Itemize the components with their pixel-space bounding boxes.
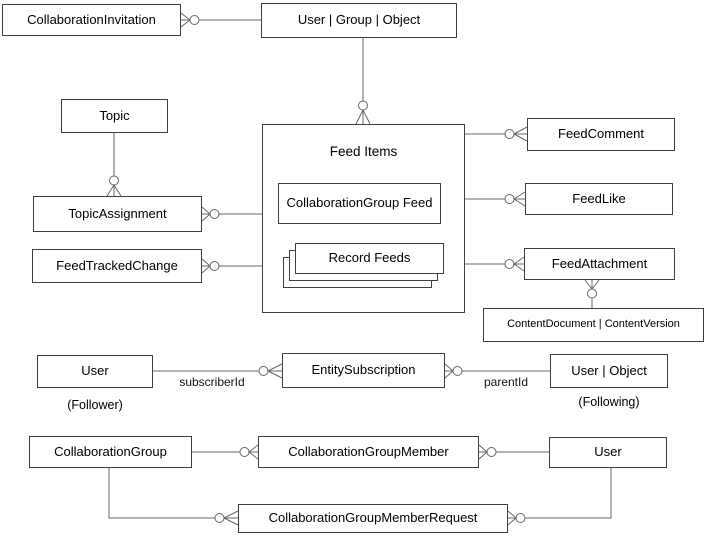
- entity-label: CollaborationGroupMember: [288, 443, 449, 459]
- zero-circle-icon: [109, 175, 119, 186]
- crows-foot-icon: [584, 279, 600, 290]
- entity-label: CollaborationGroup: [54, 443, 167, 459]
- zero-circle-icon: [258, 366, 269, 376]
- entity-label: Record Feeds: [328, 250, 411, 266]
- crows-foot-icon: [201, 258, 211, 274]
- crows-foot-icon: [355, 109, 371, 125]
- entity-collaboration-invitation: CollaborationInvitation: [2, 4, 181, 36]
- entity-label: ContentDocument | ContentVersion: [507, 318, 680, 331]
- connector-topic-topicassignment: [106, 133, 122, 197]
- zero-circle-icon: [209, 209, 220, 219]
- zero-circle-icon: [486, 447, 497, 457]
- connector-memberrequest-user: [507, 468, 612, 526]
- zero-circle-icon: [504, 259, 515, 269]
- parent-id-edge-label: parentId: [483, 375, 529, 389]
- connector-group-groupmember: [192, 444, 259, 460]
- zero-circle-icon: [504, 194, 515, 204]
- feed-items-title: Feed Items: [329, 144, 398, 159]
- entity-user-object: User | Object: [550, 354, 668, 388]
- entity-collaboration-group-feed: CollaborationGroup Feed: [278, 183, 441, 224]
- connector-feeditems-feedlike: [465, 191, 526, 207]
- crows-foot-icon: [223, 510, 239, 526]
- crows-foot-icon: [106, 184, 122, 197]
- crows-foot-icon: [444, 363, 454, 379]
- entity-label: FeedLike: [572, 190, 626, 206]
- entity-user-group-object: User | Group | Object: [261, 3, 457, 38]
- entity-collaboration-group-member-request: CollaborationGroupMemberRequest: [238, 504, 508, 533]
- entity-content-document-version: ContentDocument | ContentVersion: [483, 308, 704, 342]
- crows-foot-icon: [180, 12, 191, 28]
- entity-feed-comment: FeedComment: [527, 118, 675, 151]
- connector-invitation-usergroupobject: [180, 12, 261, 28]
- entity-label: CollaborationGroupMemberRequest: [268, 510, 478, 526]
- entity-user-member: User: [549, 437, 667, 468]
- entity-label: TopicAssignment: [68, 205, 167, 221]
- entity-label: User | Group | Object: [297, 12, 421, 28]
- entity-label: User: [594, 444, 622, 460]
- follower-caption: (Follower): [67, 398, 123, 412]
- entity-label: FeedAttachment: [551, 255, 648, 271]
- subscriber-id-edge-label: subscriberId: [179, 375, 245, 389]
- entity-entity-subscription: EntitySubscription: [282, 353, 445, 388]
- zero-circle-icon: [239, 447, 250, 457]
- connector-feedattachment-contentdocument: [584, 279, 600, 308]
- zero-circle-icon: [515, 513, 526, 523]
- crows-foot-icon: [478, 444, 488, 460]
- zero-circle-icon: [452, 366, 463, 376]
- crows-foot-icon: [513, 256, 525, 272]
- zero-circle-icon: [214, 513, 225, 523]
- zero-circle-icon: [189, 15, 200, 25]
- crows-foot-icon: [267, 363, 283, 379]
- zero-circle-icon: [358, 100, 368, 111]
- entity-label: FeedTrackedChange: [56, 257, 178, 273]
- entity-feed-attachment: FeedAttachment: [524, 248, 675, 280]
- crows-foot-icon: [513, 126, 528, 142]
- connector-entitysubscription-userobject: [444, 363, 550, 379]
- zero-circle-icon: [504, 129, 515, 139]
- entity-collaboration-group: CollaborationGroup: [29, 436, 192, 468]
- entity-label: EntitySubscription: [311, 362, 416, 378]
- crows-foot-icon: [201, 206, 211, 222]
- entity-record-feeds: Record Feeds: [295, 243, 444, 274]
- connector-usergroupobject-feeditems: [355, 38, 371, 125]
- connector-topicassignment-feeditems: [201, 206, 262, 222]
- entity-feed-like: FeedLike: [525, 183, 673, 215]
- entity-collaboration-group-member: CollaborationGroupMember: [258, 436, 479, 468]
- connector-feedtrackedchange-feeditems: [201, 258, 262, 274]
- entity-label: CollaborationGroup Feed: [286, 195, 433, 211]
- entity-feed-items-container: Feed Items CollaborationGroup Feed Recor…: [262, 124, 465, 313]
- following-caption: (Following): [578, 395, 640, 409]
- entity-label: User | Object: [571, 362, 647, 378]
- connector-group-memberrequest: [108, 468, 239, 526]
- crows-foot-icon: [248, 444, 259, 460]
- entity-topic-assignment: TopicAssignment: [33, 196, 202, 232]
- zero-circle-icon: [587, 288, 597, 299]
- connector-feeditems-feedattachment: [465, 256, 525, 272]
- connector-user-entitysubscription: [153, 363, 283, 379]
- entity-label: Topic: [99, 107, 130, 123]
- zero-circle-icon: [209, 261, 220, 271]
- entity-user-follower: User: [37, 355, 153, 388]
- crows-foot-icon: [507, 510, 517, 526]
- crows-foot-icon: [513, 191, 526, 207]
- connector-groupmember-user: [478, 444, 549, 460]
- entity-label: FeedComment: [558, 126, 644, 142]
- connector-feeditems-feedcomment: [465, 126, 528, 142]
- entity-label: User: [81, 363, 109, 379]
- entity-label: CollaborationInvitation: [27, 11, 156, 27]
- entity-topic: Topic: [61, 99, 168, 133]
- entity-feed-tracked-change: FeedTrackedChange: [32, 249, 202, 283]
